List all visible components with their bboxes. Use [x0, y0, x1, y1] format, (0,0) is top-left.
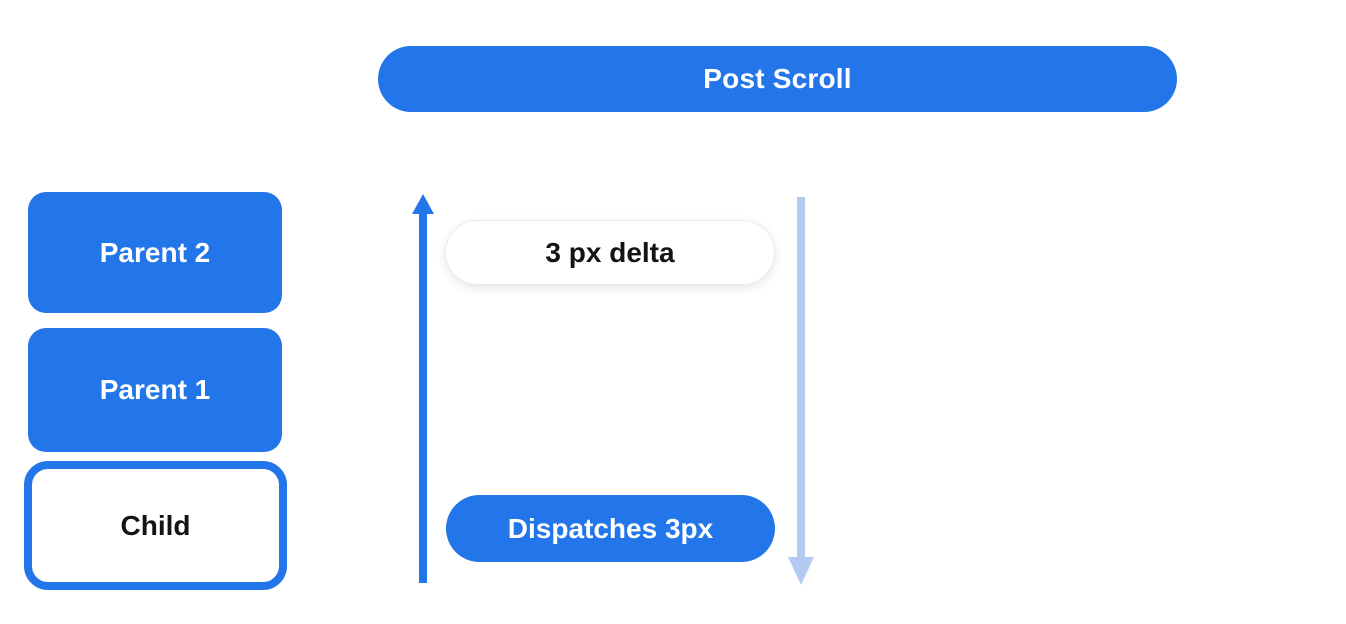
parent-1-label: Parent 1 — [99, 374, 211, 405]
dispatches-label: Dispatches 3px — [507, 512, 714, 544]
child-box: Child — [24, 461, 287, 590]
dispatches-pill: Dispatches 3px — [446, 495, 775, 562]
post-scroll-label: Post Scroll — [703, 63, 852, 94]
child-label: Child — [120, 509, 191, 541]
down-arrow-line — [797, 197, 805, 557]
up-arrowhead-icon — [412, 194, 434, 214]
down-arrowhead-icon — [788, 557, 814, 585]
parent-2-label: Parent 2 — [99, 236, 211, 268]
parent-1-box: Parent 1 — [28, 328, 282, 452]
delta-label: 3 px delta — [545, 236, 675, 268]
delta-pill: 3 px delta — [445, 220, 775, 285]
up-arrow-line — [419, 212, 427, 583]
parent-2-box: Parent 2 — [28, 192, 282, 313]
post-scroll-pill: Post Scroll — [378, 46, 1177, 112]
